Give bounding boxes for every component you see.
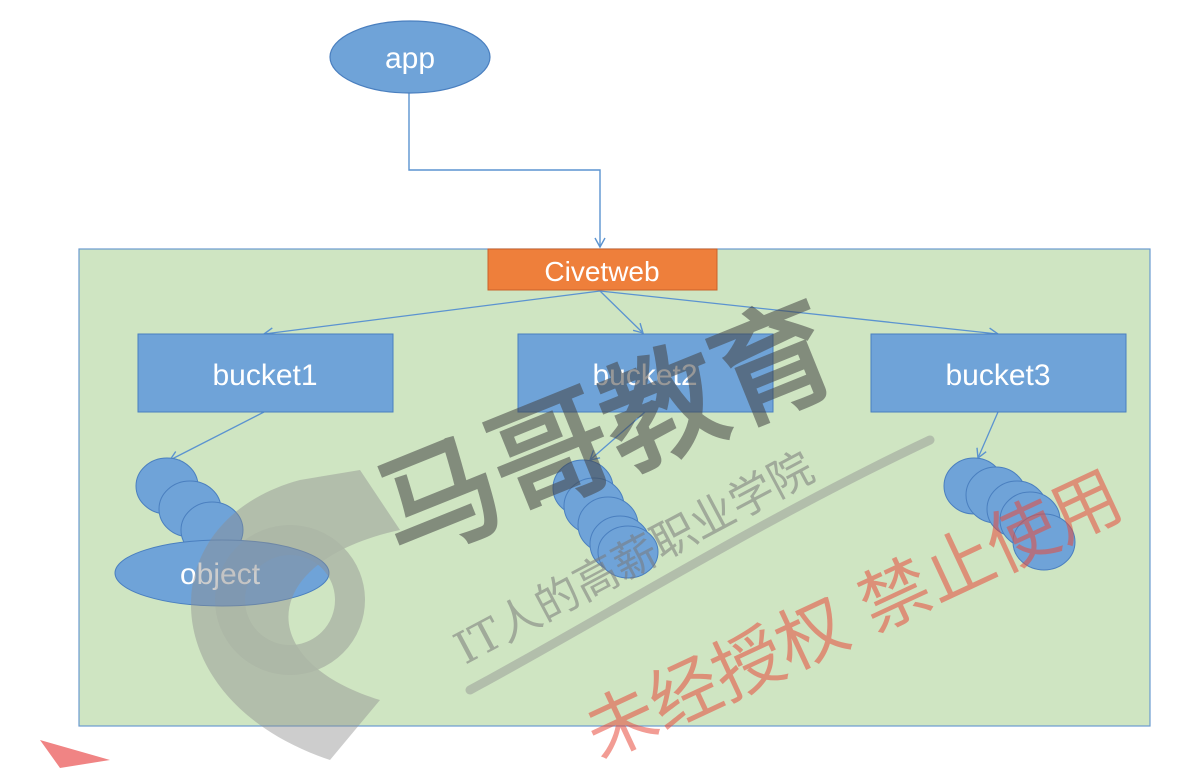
civetweb-label: Civetweb [544, 256, 659, 287]
bucket1-label: bucket1 [212, 359, 317, 392]
edge-civetweb-bucket2 [599, 290, 645, 335]
object-stack-bucket2 [552, 459, 659, 579]
object-label: object [180, 558, 261, 591]
edge-bucket3-object [976, 411, 999, 460]
object-stack-bucket3 [943, 457, 1076, 571]
app-node: app [329, 20, 491, 94]
object-stack-bucket1 [114, 457, 330, 607]
object-circle [1012, 513, 1076, 571]
bucket1-node: bucket1 [137, 333, 394, 413]
bucket2-node: bucket2 [517, 333, 774, 413]
watermark-logo [40, 435, 935, 768]
edge-civetweb-bucket1 [262, 290, 601, 339]
edge-bucket1-object [168, 411, 265, 462]
bucket3-label: bucket3 [945, 359, 1050, 392]
object-ellipse [114, 539, 330, 607]
object-circle [597, 525, 659, 579]
bucket2-label: bucket2 [592, 359, 697, 392]
bucket3-node: bucket3 [870, 333, 1127, 413]
edge-app-civetweb [408, 92, 606, 249]
edge-civetweb-bucket3 [599, 290, 1000, 339]
civetweb-node: Civetweb [487, 248, 718, 291]
app-label: app [385, 42, 435, 75]
edge-bucket2-object [588, 411, 646, 461]
